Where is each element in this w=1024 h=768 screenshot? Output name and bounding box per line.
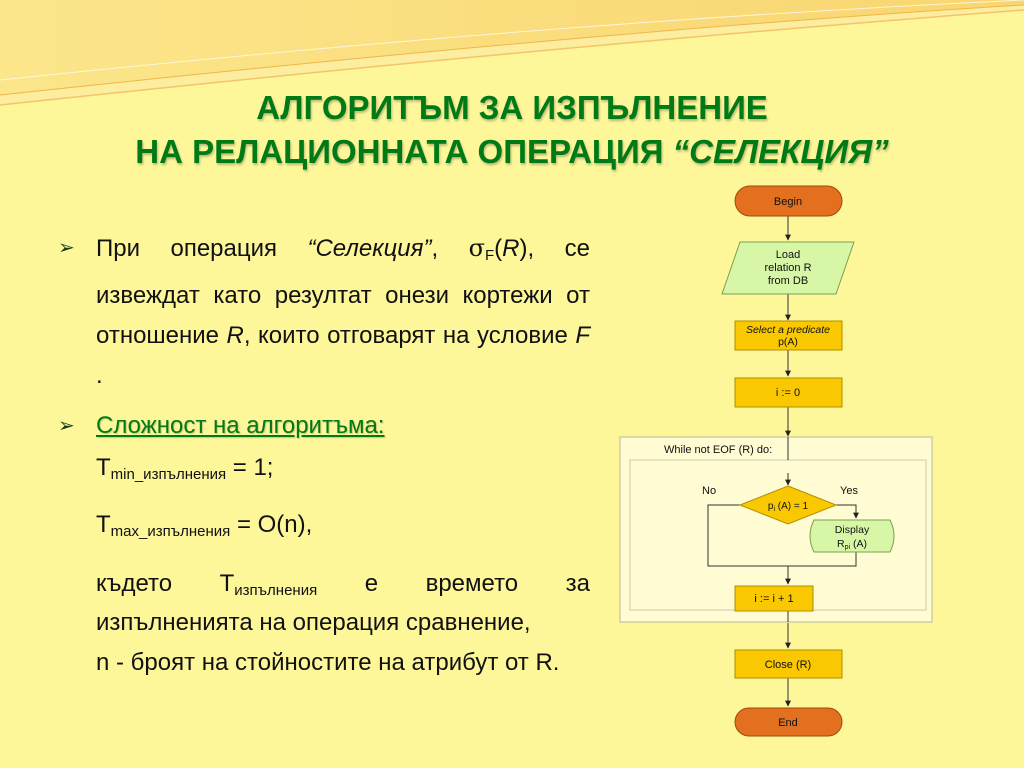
tmax-sub: max_изпълнения <box>110 523 231 540</box>
display-r: R <box>837 538 845 550</box>
loop-label: While not EOF (R) do: <box>664 444 772 456</box>
no-label: No <box>702 485 716 497</box>
bullet1-text-2: ), се извеждат като резултат онези корте… <box>96 235 590 349</box>
decorative-swoosh <box>0 0 1024 106</box>
tmin-sub: min_изпълнения <box>110 466 227 483</box>
bullet-arrow-icon: ➢ <box>58 237 75 259</box>
tmax-t: T <box>96 511 111 538</box>
where-text: където Tизпълнения е времето за изпълнен… <box>58 568 590 639</box>
condition-rest: (A) = 1 <box>775 501 809 512</box>
end-node <box>734 707 843 737</box>
bullet-complexity: ➢ Сложност на алгоритъма: <box>58 406 590 446</box>
begin-node <box>734 185 843 217</box>
bullet1-text: При операция <box>96 235 308 262</box>
load-label-2: relation R <box>764 262 811 274</box>
load-label-1: Load <box>776 249 800 261</box>
condition-i: i <box>773 506 775 513</box>
yes-label: Yes <box>840 485 858 497</box>
title-line-2: НА РЕЛАЦИОННАТА ОПЕРАЦИЯ “СЕЛЕКЦИЯ” <box>0 130 1024 174</box>
title-line-1: АЛГОРИТЪМ ЗА ИЗПЪЛНЕНИЕ <box>256 89 768 126</box>
tmax-formula: Tmax_изпълнения = O(n), <box>58 509 590 548</box>
bullet-selection: ➢ При операция “Селекция”, σF(R), се изв… <box>58 228 590 396</box>
slide-title: АЛГОРИТЪМ ЗА ИЗПЪЛНЕНИЕ НА РЕЛАЦИОННАТА … <box>0 86 1024 174</box>
where-t2: е времето за изпълненията на операция ср… <box>96 570 590 636</box>
bullet1-comma: , <box>431 235 469 262</box>
init-label: i := 0 <box>776 387 800 399</box>
display-rest: (A) <box>850 538 867 550</box>
sigma-subscript: F <box>485 247 495 264</box>
close-node <box>734 649 843 679</box>
select-label-2: p(A) <box>778 336 798 348</box>
end-label: End <box>778 717 798 729</box>
bullet1-operation: “Селекция” <box>307 235 432 262</box>
title-line-2-main: НА РЕЛАЦИОННАТА ОПЕРАЦИЯ <box>135 133 673 170</box>
slide-content: ➢ При операция “Селекция”, σF(R), се изв… <box>58 228 590 679</box>
condition-node <box>738 485 838 525</box>
increment-label: i := i + 1 <box>754 593 793 605</box>
sigma-symbol: σ <box>468 234 485 262</box>
display-node <box>809 519 895 553</box>
select-label-1: Select a predicate <box>746 324 830 336</box>
where-t1: където T <box>96 570 235 597</box>
where-sub: изпълнения <box>234 582 318 599</box>
tmax-rest: = O(n), <box>230 511 313 538</box>
bullet-arrow-icon: ➢ <box>58 415 75 437</box>
flowchart: Begin Load relation R from DB Select a p… <box>619 185 933 737</box>
load-label-3: from DB <box>768 275 808 287</box>
bullet1-text-3: , които отговарят на условие <box>243 322 576 349</box>
increment-node <box>734 585 814 612</box>
select-node <box>734 320 843 351</box>
close-label: Close (R) <box>765 659 811 671</box>
condition-label: pi (A) = 1 <box>768 501 809 513</box>
tmin-rest: = 1; <box>226 454 274 481</box>
display-label-1: Display <box>835 524 870 536</box>
init-node <box>734 377 843 408</box>
load-node <box>721 241 855 295</box>
bullet1-period: . <box>96 362 103 389</box>
tmin-t: T <box>96 454 111 481</box>
complexity-heading: Сложност на алгоритъма: <box>96 412 385 439</box>
tmin-formula: Tmin_изпълнения = 1; <box>58 452 590 491</box>
condition-p: p <box>768 501 774 512</box>
display-label-2: Rpi (A) <box>837 538 867 551</box>
title-line-2-italic: “СЕЛЕКЦИЯ” <box>672 133 889 170</box>
bullet1-relation-2: R <box>226 322 244 349</box>
bullet1-paren-open: ( <box>494 235 503 262</box>
n-description: n - броят на стойностите на атрибут от R… <box>96 649 560 676</box>
begin-label: Begin <box>774 196 802 208</box>
display-sub: pi <box>845 544 851 551</box>
bullet1-relation: R <box>502 235 520 262</box>
bullet1-condition: F <box>575 322 590 349</box>
